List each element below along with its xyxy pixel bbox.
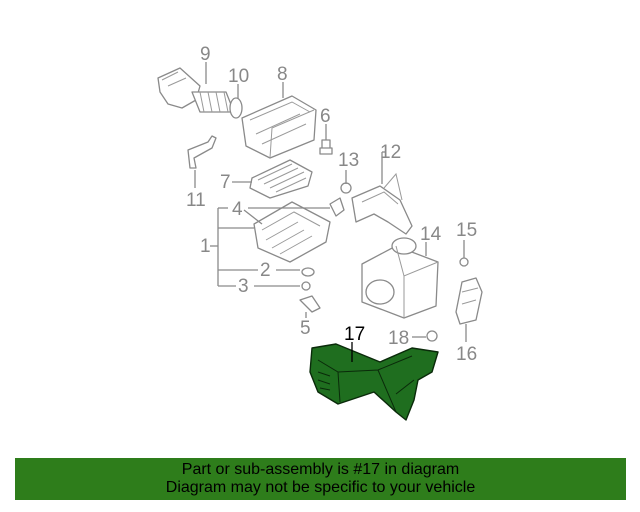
callout-5: 5 bbox=[300, 318, 311, 339]
callout-17: 17 bbox=[344, 324, 365, 345]
part-7-filter-element[interactable] bbox=[249, 159, 313, 199]
callout-labels: 9 10 8 6 7 11 13 12 4 1 14 15 2 3 5 18 1… bbox=[186, 44, 477, 365]
parts-diagram: 9 10 8 6 7 11 13 12 4 1 14 15 2 3 5 18 1… bbox=[157, 44, 483, 421]
callout-6: 6 bbox=[320, 106, 331, 127]
part-5-bracket[interactable] bbox=[299, 295, 321, 313]
callout-13: 13 bbox=[338, 150, 359, 171]
callout-16: 16 bbox=[456, 344, 477, 365]
callout-4: 4 bbox=[232, 199, 243, 220]
callout-8: 8 bbox=[277, 64, 288, 85]
callout-1: 1 bbox=[200, 236, 211, 257]
callout-12: 12 bbox=[380, 142, 401, 163]
callout-14: 14 bbox=[420, 224, 442, 245]
info-banner: Part or sub-assembly is #17 in diagram D… bbox=[15, 458, 626, 500]
part-14-resonator[interactable] bbox=[361, 237, 439, 319]
part-2-grommet[interactable] bbox=[301, 267, 315, 277]
callout-18: 18 bbox=[388, 328, 409, 349]
callout-10: 10 bbox=[228, 66, 249, 87]
callout-3: 3 bbox=[238, 276, 249, 297]
callout-2: 2 bbox=[260, 260, 271, 281]
part-17-highlighted-duct[interactable] bbox=[309, 343, 439, 421]
part-3-clip[interactable] bbox=[301, 281, 311, 291]
callout-15: 15 bbox=[456, 220, 477, 241]
part-16-hose[interactable] bbox=[455, 277, 483, 325]
part-10-clamp[interactable] bbox=[229, 97, 243, 119]
callout-7: 7 bbox=[220, 172, 231, 193]
part-12-resonator-duct[interactable] bbox=[351, 172, 413, 235]
callout-11: 11 bbox=[186, 190, 206, 211]
part-4-fitting[interactable] bbox=[329, 197, 345, 217]
leader-lines bbox=[194, 62, 467, 342]
part-13-screw[interactable] bbox=[340, 182, 352, 194]
part-1-lower-housing[interactable] bbox=[253, 201, 331, 263]
part-9-intake-duct[interactable] bbox=[157, 67, 235, 113]
part-18-nut[interactable] bbox=[426, 330, 438, 342]
banner-line-2: Diagram may not be specific to your vehi… bbox=[165, 479, 476, 496]
part-8-cleaner-cover[interactable] bbox=[241, 95, 317, 159]
banner-line-1: Part or sub-assembly is #17 in diagram bbox=[181, 461, 460, 478]
part-15-bolt[interactable] bbox=[459, 257, 469, 267]
callout-9: 9 bbox=[200, 44, 211, 65]
part-6-bolt[interactable] bbox=[319, 139, 333, 155]
part-11-tube[interactable] bbox=[187, 135, 217, 169]
